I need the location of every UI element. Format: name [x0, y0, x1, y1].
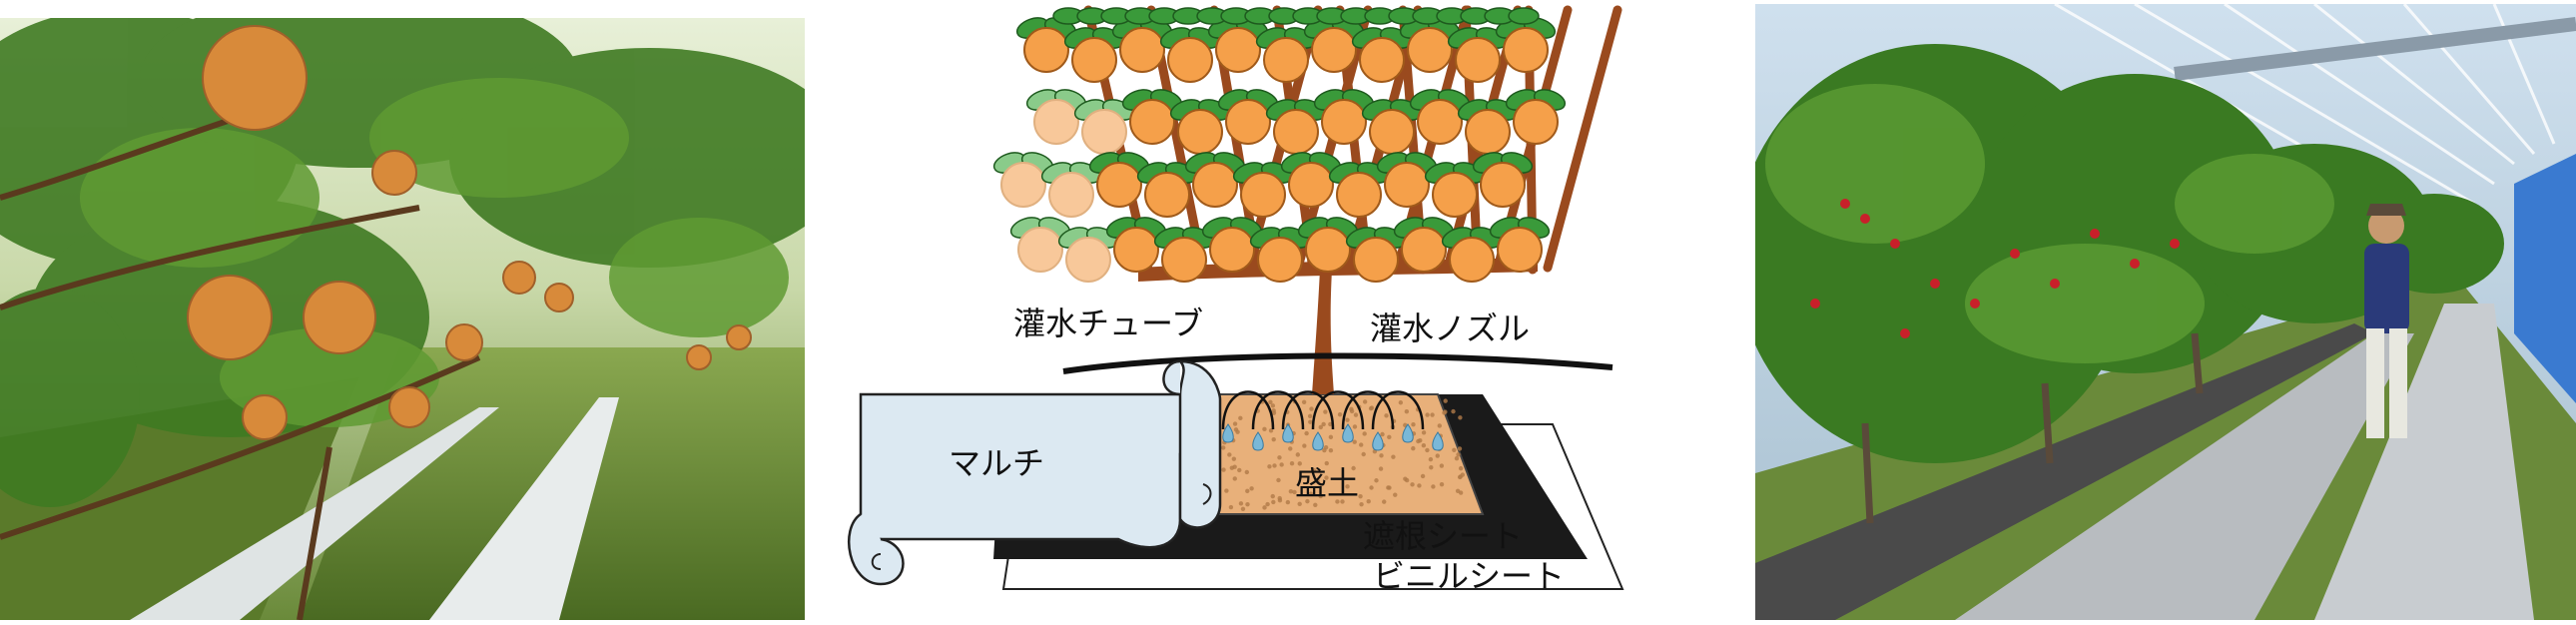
label-irrigation-tube: 灌水チューブ [1013, 305, 1203, 342]
label-irrigation-nozzle: 灌水ノズル [1370, 310, 1530, 347]
label-root-barrier-sheet: 遮根シート [1363, 517, 1523, 555]
label-mulch: マルチ [949, 444, 1044, 482]
diagram-canvas: 灌水チューブ 灌水ノズル マルチ 盛土 遮根シート ビニルシート [819, 0, 1747, 625]
pear-orchard-photo [0, 18, 805, 620]
label-vinyl-sheet: ビニルシート [1373, 557, 1565, 595]
tree-trunk [1312, 270, 1334, 394]
cherry-greenhouse-photo [1755, 4, 2576, 620]
fruit-grid [991, 8, 1568, 282]
label-mound: 盛土 [1295, 464, 1359, 502]
cultivation-diagram: 灌水チューブ 灌水ノズル マルチ 盛土 遮根シート ビニルシート [819, 0, 1747, 625]
irrigation-tube [1063, 355, 1612, 371]
